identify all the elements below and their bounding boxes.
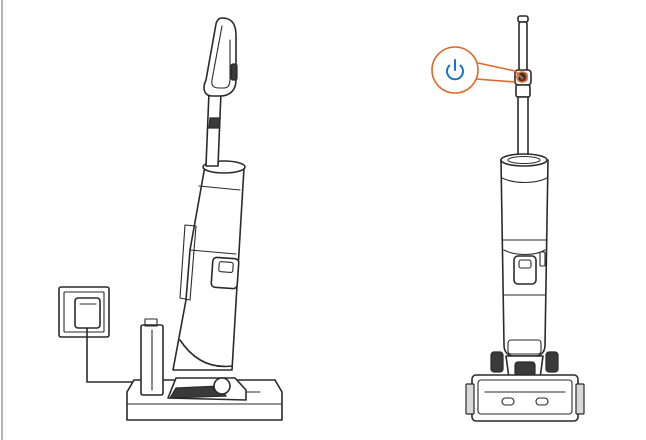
callout-circle xyxy=(431,46,479,94)
power-adapter xyxy=(74,297,101,329)
side-view-vacuum xyxy=(58,17,283,421)
dock-post xyxy=(140,318,164,396)
wheels-front xyxy=(490,351,559,373)
main-body-side xyxy=(172,160,246,371)
floor-head-side xyxy=(167,377,247,401)
power-icon xyxy=(446,59,464,81)
power-cord xyxy=(86,327,147,383)
wall-outlet xyxy=(58,286,110,338)
main-body-front xyxy=(500,153,549,357)
handle-top-front xyxy=(514,15,532,98)
handle-pole-side xyxy=(203,17,238,167)
pole-front xyxy=(517,96,529,156)
front-view-vacuum xyxy=(431,15,585,422)
floor-head-front xyxy=(465,355,585,422)
callout-leader xyxy=(475,62,524,83)
power-callout xyxy=(431,46,528,94)
